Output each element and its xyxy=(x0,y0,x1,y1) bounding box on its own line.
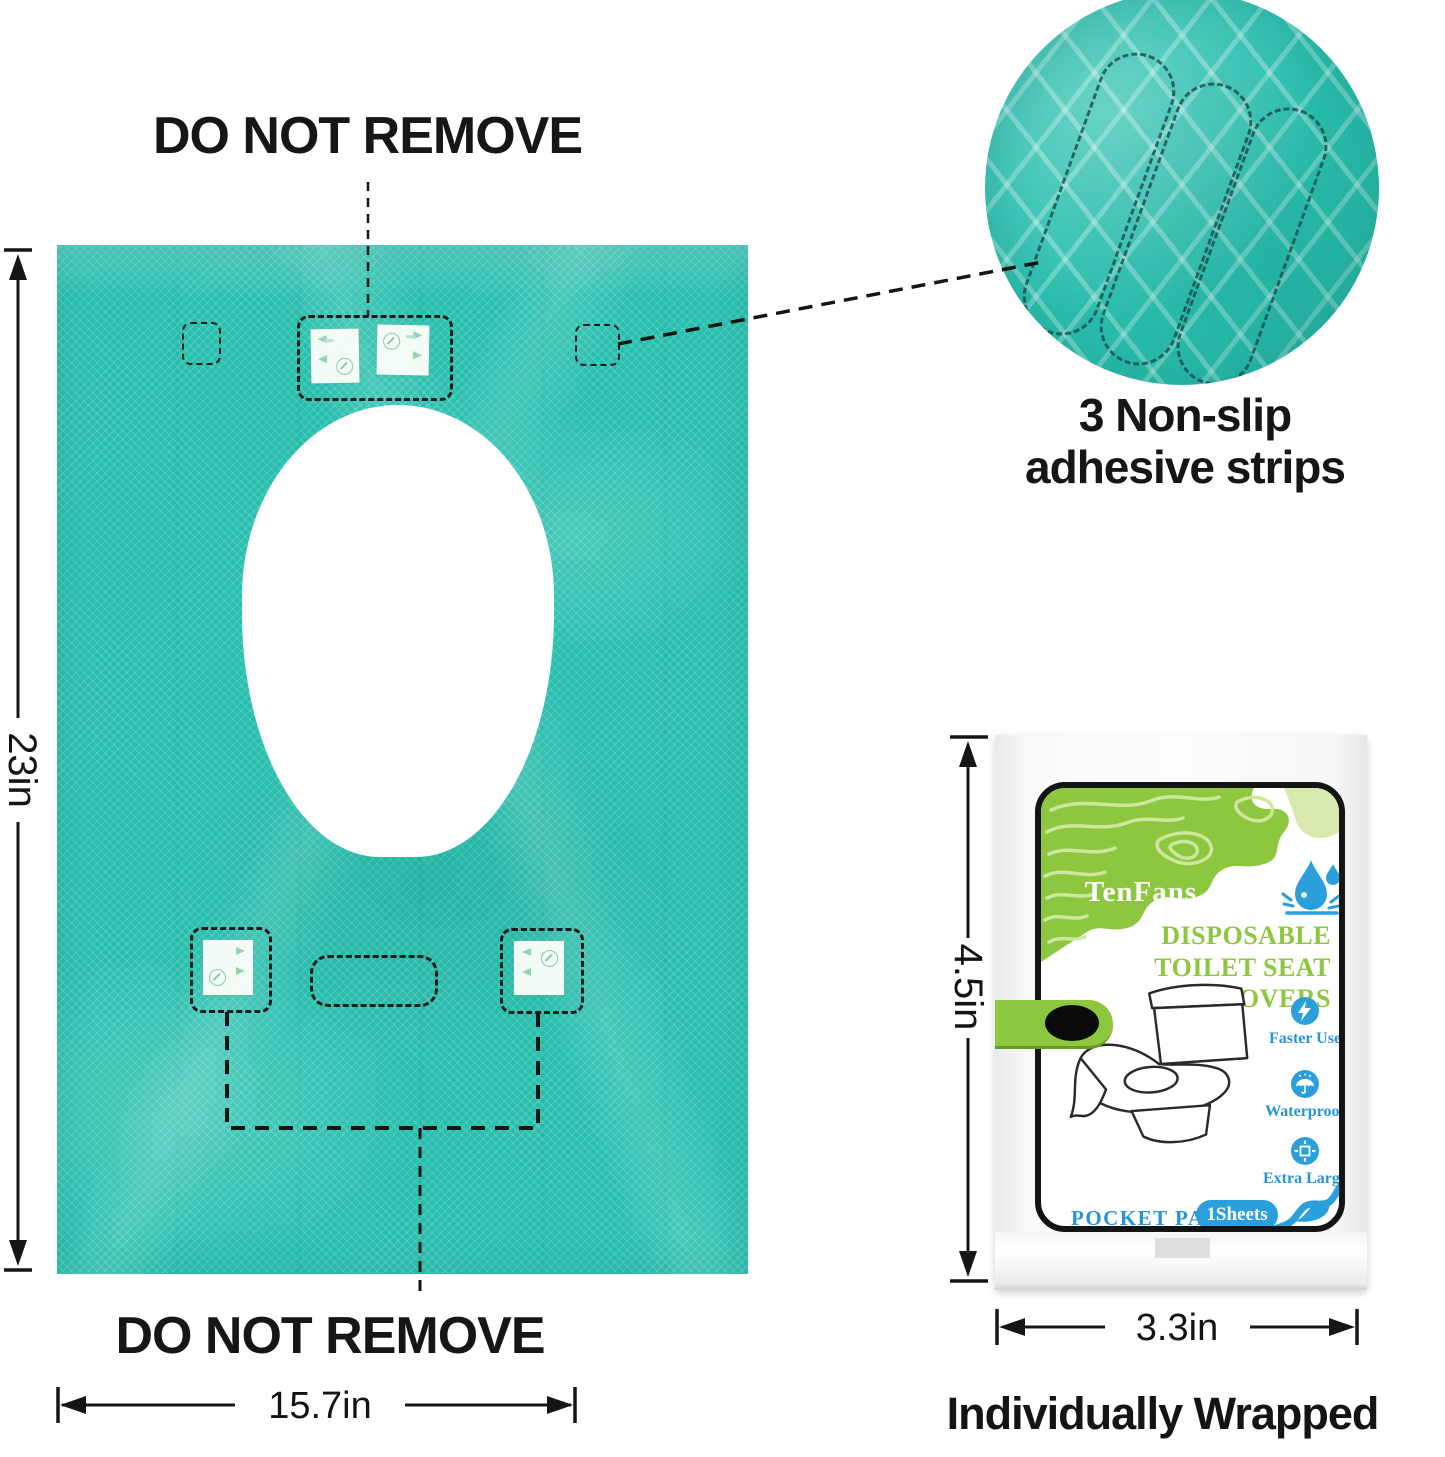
water-drop-splash-icon xyxy=(1281,860,1339,915)
sheet-height-label: 23in xyxy=(0,732,44,808)
hang-tab xyxy=(995,1000,1113,1049)
product-title-line-1: DISPOSABLE xyxy=(1161,921,1331,950)
patch-ring-icon xyxy=(383,332,401,350)
adhesive-area-outline-right xyxy=(575,324,620,366)
patch-ring-icon xyxy=(541,950,558,967)
expand-icon xyxy=(1291,1137,1319,1165)
patch-arrow-icon xyxy=(518,968,531,976)
wrapper-seal-tab xyxy=(1155,1238,1210,1258)
pack-type-label: POCKET PACK xyxy=(1071,1206,1239,1230)
top-warning-label: DO NOT REMOVE xyxy=(152,107,583,165)
water-splash-graphic xyxy=(1272,1182,1339,1226)
wrapped-label: Individually Wrapped xyxy=(946,1388,1380,1439)
wrapper-fold xyxy=(995,1232,1367,1290)
adhesive-area-outline-left xyxy=(182,322,221,365)
patch-ring-icon xyxy=(336,357,354,375)
pack-height-label: 4.5in xyxy=(946,943,990,1031)
sheet-count-badge: 1Sheets xyxy=(1196,1200,1278,1226)
patch-arrow-icon xyxy=(412,351,426,360)
callout-label: 3 Non-slip adhesive strips xyxy=(935,389,1435,494)
hang-tab-hole xyxy=(1045,1005,1099,1041)
patch-arrow-icon xyxy=(518,948,531,956)
feature-label: Waterproof xyxy=(1265,1103,1345,1120)
patch-bar xyxy=(406,335,416,338)
adhesive-patch xyxy=(310,328,360,384)
umbrella-rain-icon xyxy=(1291,1070,1319,1098)
patch-arrow-icon xyxy=(313,355,328,364)
wrapped-package: TenFans DISPOSABLE TOILET SEAT COVERS xyxy=(995,735,1367,1290)
sheet-width-label: 15.7in xyxy=(268,1385,372,1427)
adhesive-area-outline-center xyxy=(310,955,438,1007)
adhesive-patch xyxy=(203,940,253,995)
topo-pattern-graphic xyxy=(1041,788,1339,962)
seat-hole xyxy=(242,405,554,857)
toilet-illustration xyxy=(1069,983,1249,1144)
feature-label: Faster Use xyxy=(1268,1030,1342,1047)
product-title: DISPOSABLE TOILET SEAT COVERS xyxy=(1047,920,1331,1015)
lightning-icon xyxy=(1291,997,1319,1025)
adhesive-patch xyxy=(376,324,430,376)
patch-arrow-icon xyxy=(236,947,249,955)
adhesive-area-outline-top xyxy=(297,315,453,401)
bottom-warning-label: DO NOT REMOVE xyxy=(115,1307,545,1365)
adhesive-zoom-circle xyxy=(985,0,1379,385)
adhesive-area-outline-bottom-right xyxy=(500,928,584,1014)
adhesive-area-outline-bottom-left xyxy=(190,927,272,1013)
adhesive-patch xyxy=(514,941,564,995)
brand-name: TenFans xyxy=(1084,876,1198,908)
patch-bar xyxy=(324,339,334,342)
callout-line-1: 3 Non-slip xyxy=(1078,389,1292,441)
patch-ring-icon xyxy=(209,969,226,986)
feature-label: Extra Large xyxy=(1263,1170,1345,1187)
patch-arrow-icon xyxy=(236,967,249,975)
seat-cover-sheet xyxy=(57,245,748,1274)
pack-width-label: 3.3in xyxy=(1135,1307,1219,1349)
package-card: TenFans DISPOSABLE TOILET SEAT COVERS xyxy=(1035,782,1345,1232)
callout-line-2: adhesive strips xyxy=(1025,440,1346,493)
